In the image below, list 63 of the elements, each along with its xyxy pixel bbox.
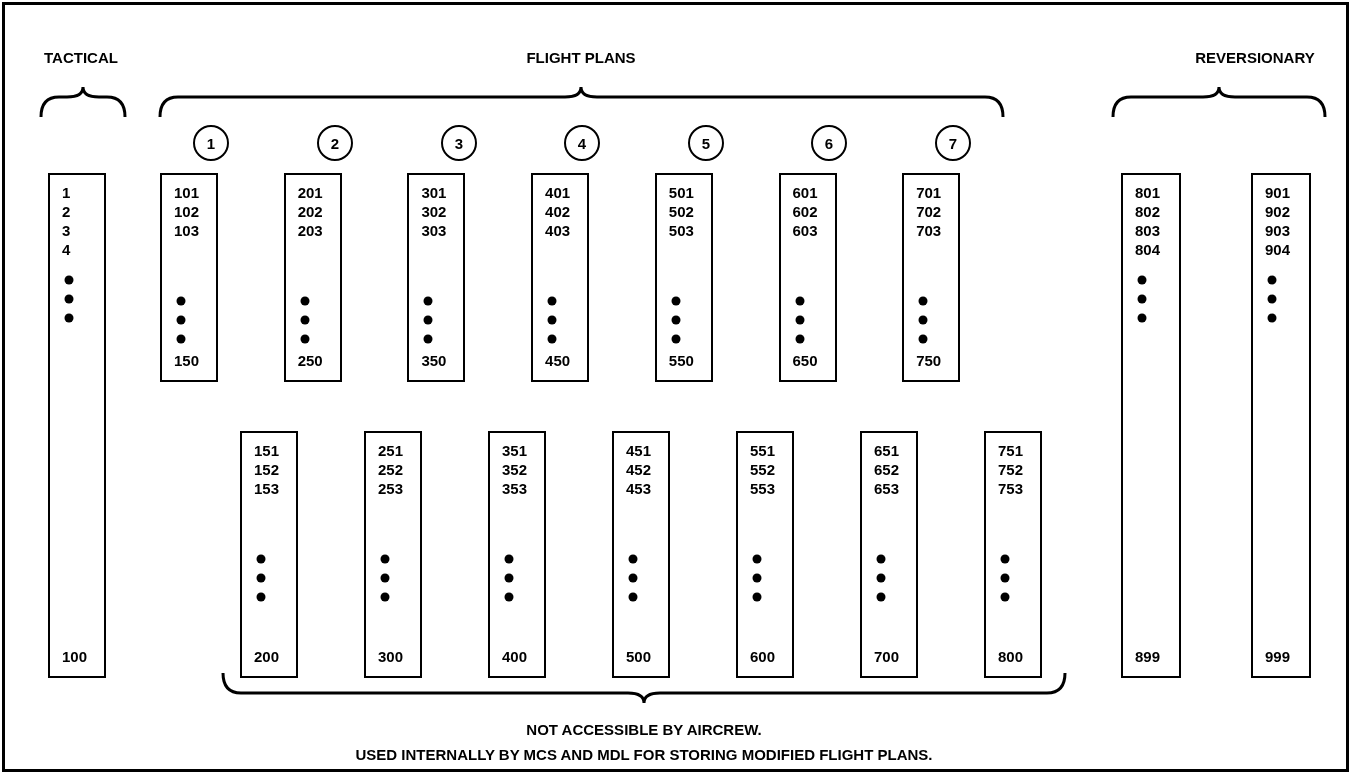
number-list: 101 102 103 [174,183,200,240]
number-circle: 3 [441,125,477,161]
number-list: 201 202 203 [297,183,323,240]
number-list: 701 702 703 [916,183,942,240]
number-label: 650 [792,351,818,370]
memory-column [407,173,466,382]
number-circle: 2 [317,125,353,161]
memory-column [902,173,961,382]
number-label: 700 [874,647,900,666]
memory-column [240,431,298,678]
group-title: TACTICAL [44,49,118,66]
memory-column [1251,173,1311,678]
number-label: 600 [750,647,776,666]
number-list: 1 2 3 4 [62,183,71,259]
number-circle: 5 [688,125,724,161]
group-title: REVERSIONARY [1195,49,1315,66]
number-list: 401 402 403 [545,183,571,240]
memory-column [736,431,794,678]
number-label: 150 [174,351,200,370]
number-label: 500 [626,647,652,666]
number-label: 450 [545,351,571,370]
number-list: 651 652 653 [874,441,900,498]
memory-column [984,431,1042,678]
note-text: NOT ACCESSIBLE BY AIRCREW. [526,721,762,738]
number-list: 451 452 453 [626,441,652,498]
number-list: 351 352 353 [502,441,528,498]
memory-column [860,431,918,678]
number-list: 151 152 153 [254,441,280,498]
number-label: 800 [998,647,1024,666]
number-label: 200 [254,647,280,666]
number-list: 601 602 603 [792,183,818,240]
number-label: 250 [297,351,323,370]
number-circle: 1 [193,125,229,161]
number-label: 999 [1265,647,1291,666]
memory-column [48,173,106,678]
number-circle: 4 [564,125,600,161]
note-text: USED INTERNALLY BY MCS AND MDL FOR STORING MODIFIED FLIGHT PLANS. [355,746,933,763]
number-list: 501 502 503 [668,183,694,240]
memory-column [531,173,590,382]
memory-column [612,431,670,678]
number-list: 551 552 553 [750,441,776,498]
number-label: 100 [62,647,88,666]
number-list: 751 752 753 [998,441,1024,498]
number-circle: 7 [935,125,971,161]
group-title: FLIGHT PLANS [526,49,636,66]
number-list: 251 252 253 [378,441,404,498]
memory-column [488,431,546,678]
number-circle: 6 [811,125,847,161]
memory-column [654,173,713,382]
number-label: 899 [1135,647,1161,666]
number-label: 300 [378,647,404,666]
number-list: 301 302 303 [421,183,447,240]
memory-column [364,431,422,678]
number-label: 550 [668,351,694,370]
number-label: 400 [502,647,528,666]
memory-column [283,173,342,382]
memory-column [1121,173,1181,678]
number-label: 750 [916,351,942,370]
number-label: 350 [421,351,447,370]
number-list: 801 802 803 804 [1135,183,1161,259]
memory-column [778,173,837,382]
number-list: 901 902 903 904 [1265,183,1291,259]
memory-column [160,173,218,382]
